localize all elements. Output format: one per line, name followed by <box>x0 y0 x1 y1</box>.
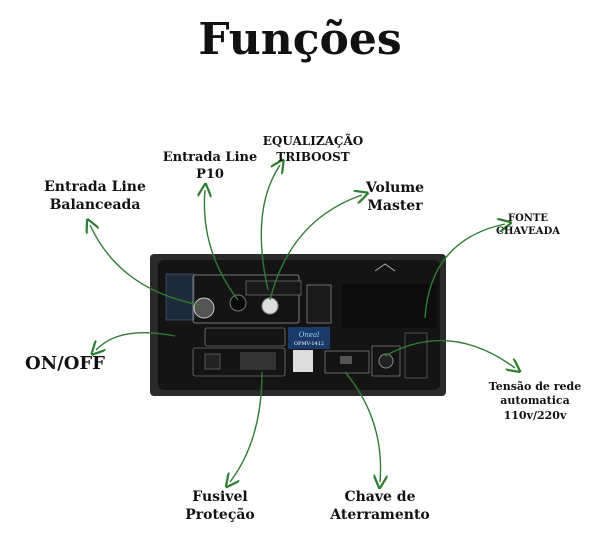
label-line2: Proteção <box>185 507 255 524</box>
label-tensao: Tensão de rede automatica 110v/220v <box>485 380 585 423</box>
arrow-onoff <box>96 331 176 350</box>
label-line1: Fusivel <box>192 489 248 505</box>
label-line-p10: Entrada Line P10 <box>160 150 260 184</box>
label-chave: Chave de Aterramento <box>325 488 435 524</box>
amplifier-back-panel: Oneal OPMV-1412 <box>150 254 446 396</box>
page-title: Funções <box>198 14 402 65</box>
model-logo: OPMV-1412 <box>294 341 324 347</box>
label-line1: Entrada Line <box>162 150 258 165</box>
label-line2: automatica <box>500 394 570 408</box>
arrow-fusivel <box>230 371 263 482</box>
label-onoff: ON/OFF <box>25 353 105 374</box>
label-line1: Volume <box>365 180 425 196</box>
label-fonte: FONTE CHAVEADA <box>488 212 568 238</box>
label-line1: EQUALIZAÇÃO <box>262 134 364 148</box>
label-line2: TRIBOOST <box>276 149 350 164</box>
label-volume: Volume Master <box>355 179 435 215</box>
label-line-balanceada: Entrada Line Balanceada <box>40 178 150 214</box>
label-line2: CHAVEADA <box>495 226 560 237</box>
label-line1: Entrada Line <box>44 179 146 195</box>
label-line1: Chave de <box>344 489 416 505</box>
arrow-fonte <box>424 224 505 319</box>
label-line2: P10 <box>196 166 224 182</box>
label-line2: Master <box>367 198 423 215</box>
brand-logo: Oneal <box>299 331 320 339</box>
label-line1: FONTE <box>507 213 548 224</box>
arrow-chave <box>344 371 381 482</box>
label-line3: 110v/220v <box>503 408 567 422</box>
label-eq: EQUALIZAÇÃO TRIBOOST <box>258 134 368 165</box>
arrow-line-balanceada <box>90 225 201 306</box>
label-line2: Aterramento <box>330 507 430 524</box>
arrow-eq <box>260 165 280 291</box>
arrow-line-p10 <box>204 190 239 301</box>
label-line1: Tensão de rede <box>488 380 582 393</box>
arrow-volume <box>269 195 362 301</box>
label-fusivel: Fusivel Proteção <box>180 488 260 524</box>
label-line2: Balanceada <box>49 197 141 214</box>
arrow-tensao <box>384 339 515 368</box>
